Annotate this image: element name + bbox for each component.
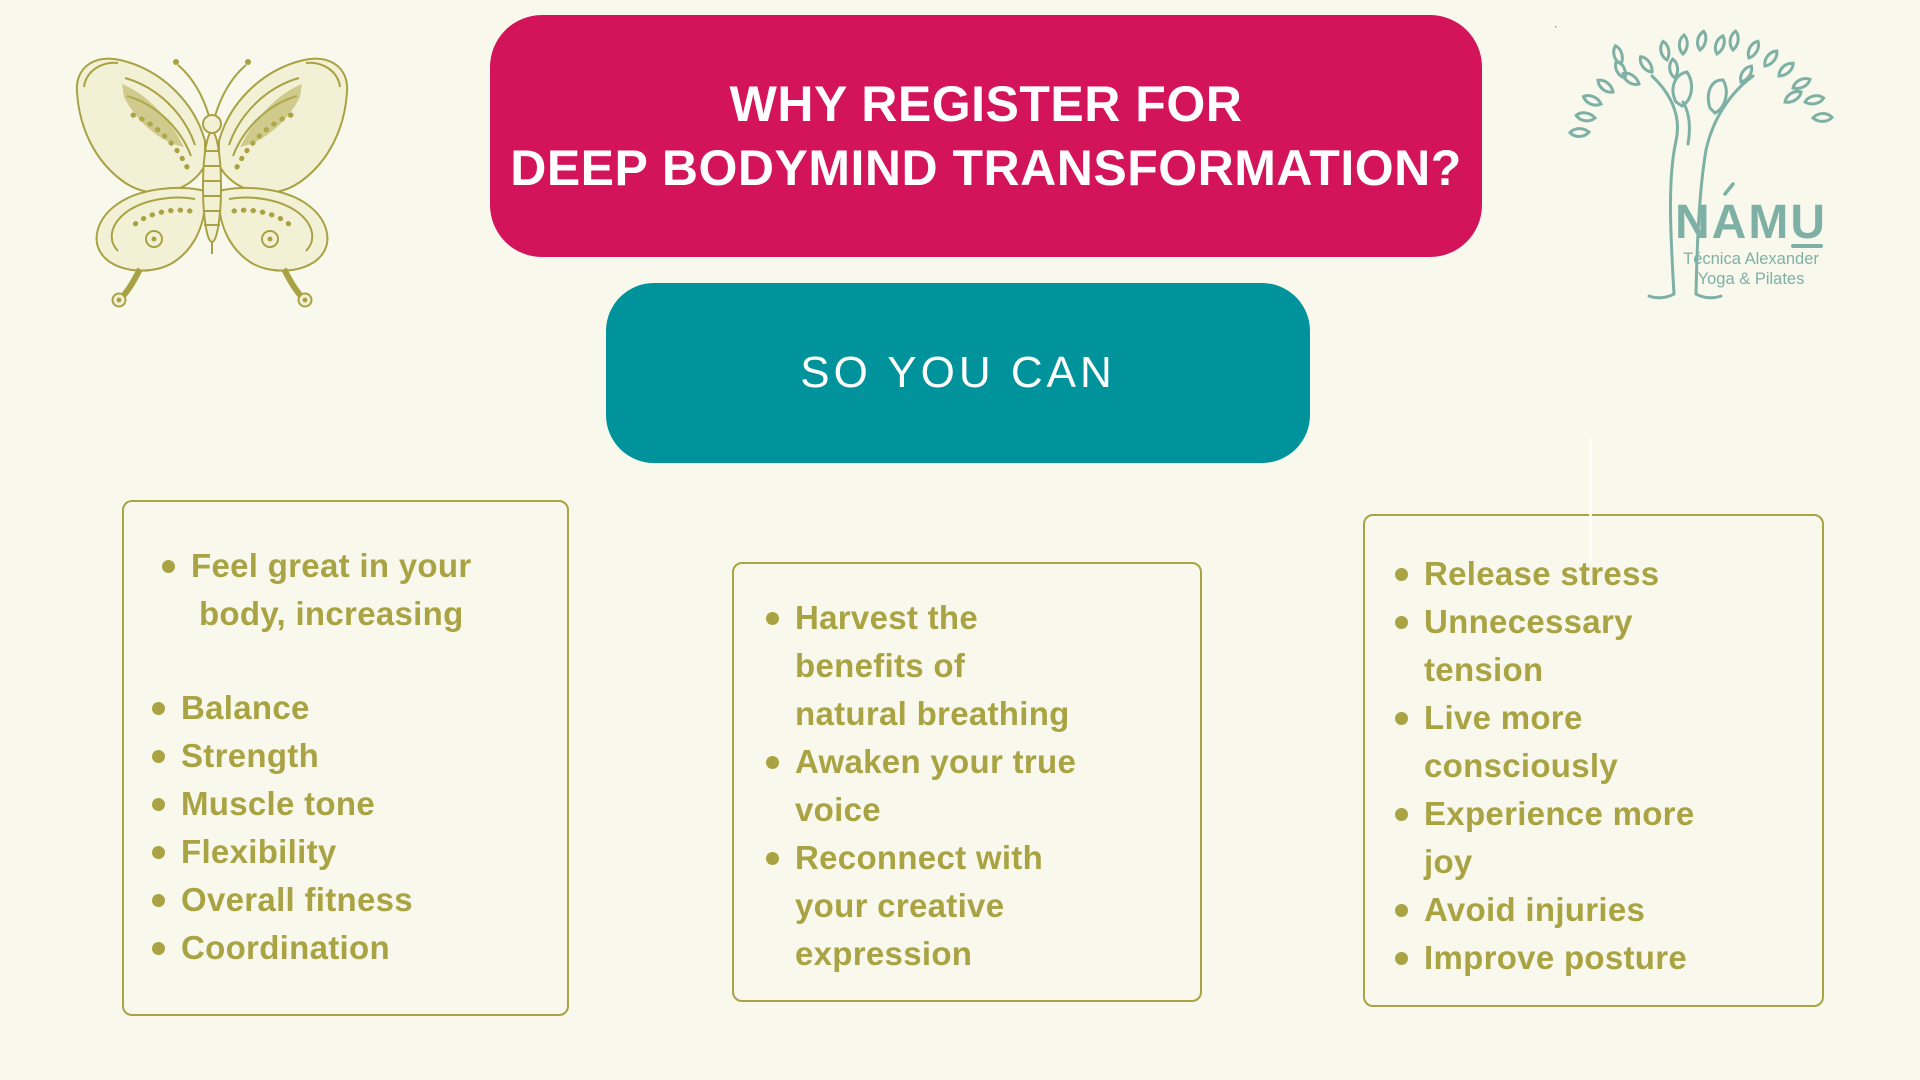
list-item-text: Balance bbox=[181, 689, 310, 726]
namu-logo: NAMU Técnica Alexander Yoga & Pilates bbox=[1555, 26, 1834, 300]
bullet-icon bbox=[766, 756, 779, 769]
list-item: Flexibility bbox=[152, 828, 555, 876]
bullet-icon bbox=[152, 702, 165, 715]
logo-tagline-2: Yoga & Pilates bbox=[1698, 270, 1805, 288]
list-item: Reconnect with your creative expression bbox=[766, 834, 1188, 978]
bullet-icon bbox=[1395, 952, 1408, 965]
list-item: Unnecessary tension bbox=[1395, 598, 1812, 694]
logo-tagline-1: Técnica Alexander bbox=[1683, 250, 1819, 268]
title-line-1: WHY REGISTER FOR bbox=[729, 76, 1243, 132]
wellbeing-bullet-list: Release stress Unnecessary tension Live … bbox=[1395, 550, 1812, 982]
title-line-2: DEEP BODYMIND TRANSFORMATION? bbox=[510, 140, 1462, 196]
subtitle-banner: SO YOU CAN bbox=[606, 283, 1310, 463]
list-item-text: Flexibility bbox=[181, 833, 337, 870]
list-item: Improve posture bbox=[1395, 934, 1812, 982]
bullet-icon bbox=[1395, 616, 1408, 629]
list-item: Muscle tone bbox=[152, 780, 555, 828]
list-item-text: Live more consciously bbox=[1424, 699, 1619, 784]
bullet-icon bbox=[1395, 904, 1408, 917]
list-item-text: Awaken your true voice bbox=[795, 743, 1077, 828]
list-item-text: Improve posture bbox=[1424, 939, 1688, 976]
bullet-icon bbox=[152, 942, 165, 955]
bullet-icon bbox=[1395, 808, 1408, 821]
list-item: Awaken your true voice bbox=[766, 738, 1188, 834]
bullet-icon bbox=[766, 852, 779, 865]
list-item: Harvest the benefits of natural breathin… bbox=[766, 594, 1188, 738]
list-item-text: Avoid injuries bbox=[1424, 891, 1646, 928]
list-item-text: Strength bbox=[181, 737, 320, 774]
list-item: Feel great in your body, increasing bbox=[152, 542, 555, 638]
list-item-text: Release stress bbox=[1424, 555, 1660, 592]
bullet-icon bbox=[152, 750, 165, 763]
list-item-text: Harvest the benefits of natural breathin… bbox=[795, 599, 1070, 732]
list-item: Strength bbox=[152, 732, 555, 780]
title-banner: WHY REGISTER FOR DEEP BODYMIND TRANSFORM… bbox=[490, 15, 1482, 257]
benefit-box-breathing: Harvest the benefits of natural breathin… bbox=[732, 562, 1202, 1002]
benefit-box-wellbeing: Release stress Unnecessary tension Live … bbox=[1363, 514, 1824, 1007]
list-item-text: Unnecessary tension bbox=[1424, 603, 1633, 688]
butterfly-illustration bbox=[62, 28, 362, 310]
list-item-text: Feel great in your body, increasing bbox=[191, 547, 472, 632]
bullet-icon bbox=[162, 560, 175, 573]
list-item-text: Reconnect with your creative expression bbox=[795, 839, 1044, 972]
list-item-text: Muscle tone bbox=[181, 785, 376, 822]
list-item: Avoid injuries bbox=[1395, 886, 1812, 934]
bullet-icon bbox=[152, 894, 165, 907]
bullet-icon bbox=[152, 846, 165, 859]
list-item: Balance bbox=[152, 684, 555, 732]
list-item: Coordination bbox=[152, 924, 555, 972]
subtitle-label: SO YOU CAN bbox=[800, 348, 1116, 397]
list-item: Experience more joy bbox=[1395, 790, 1812, 886]
list-item: Live more consciously bbox=[1395, 694, 1812, 790]
list-item: Overall fitness bbox=[152, 876, 555, 924]
bullet-icon bbox=[766, 612, 779, 625]
list-item-text: Coordination bbox=[181, 929, 390, 966]
fitness-bullet-list: Feel great in your body, increasing Bala… bbox=[152, 542, 555, 972]
logo-name-text: NAMU bbox=[1675, 196, 1827, 249]
breathing-bullet-list: Harvest the benefits of natural breathin… bbox=[766, 594, 1188, 978]
benefit-box-fitness: Feel great in your body, increasing Bala… bbox=[122, 500, 569, 1016]
bullet-icon bbox=[1395, 712, 1408, 725]
bullet-icon bbox=[152, 798, 165, 811]
bullet-icon bbox=[1395, 568, 1408, 581]
list-item-text: Overall fitness bbox=[181, 881, 413, 918]
artifact-line bbox=[1589, 438, 1592, 562]
list-item-text: Experience more joy bbox=[1424, 795, 1695, 880]
list-item: Release stress bbox=[1395, 550, 1812, 598]
logo-tree-drawing bbox=[1555, 26, 1834, 300]
